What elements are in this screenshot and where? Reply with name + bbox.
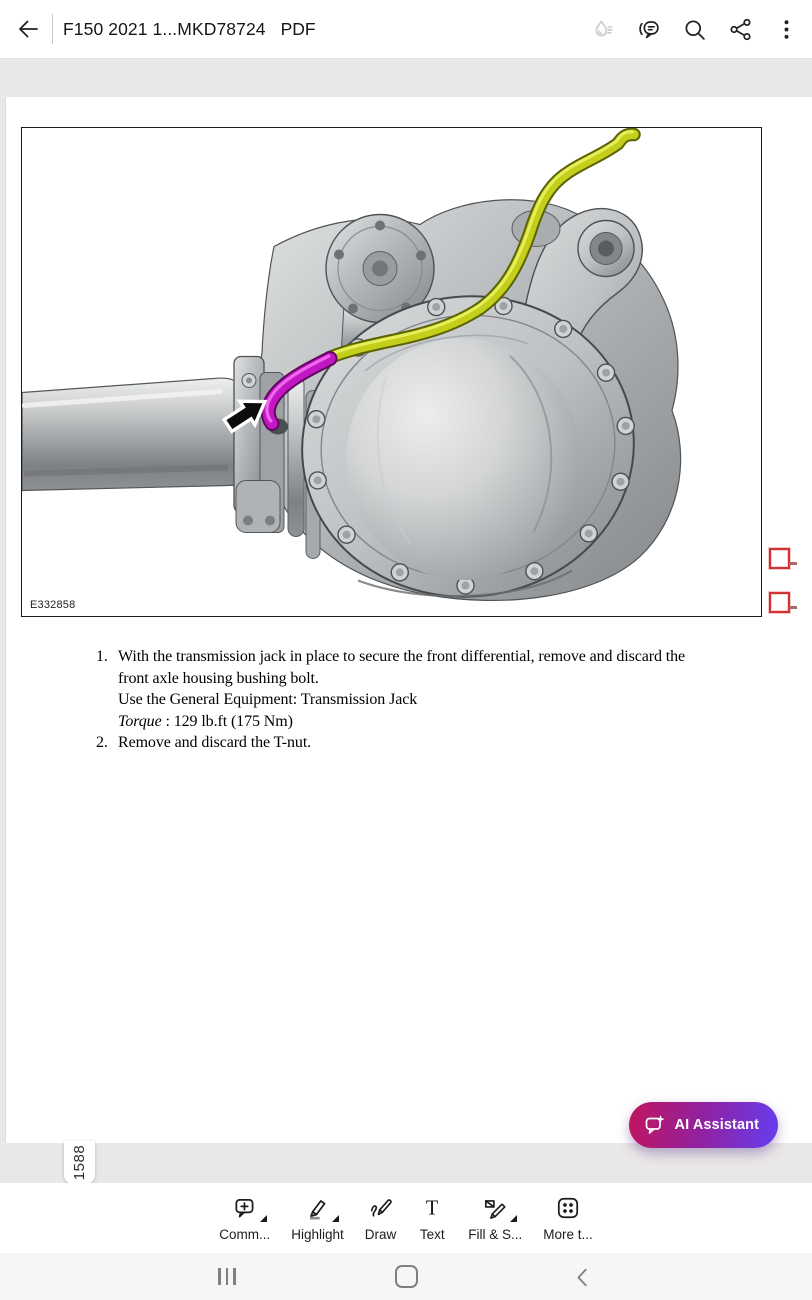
highlight-tool-label: Highlight xyxy=(291,1227,344,1242)
android-navbar xyxy=(0,1253,812,1300)
nav-back-button[interactable] xyxy=(553,1253,613,1300)
pointer-arrow xyxy=(221,399,268,434)
view-comments-button[interactable] xyxy=(628,5,668,53)
draw-tool[interactable]: Draw xyxy=(364,1194,397,1242)
text-tool[interactable]: T Text xyxy=(417,1194,447,1243)
step-2-text: Remove and discard the T-nut. xyxy=(118,734,312,751)
annotation-toolbar: Comm... Highlight Draw xyxy=(0,1183,812,1253)
comment-tool[interactable]: Comm... xyxy=(219,1194,270,1242)
link-annotation-box[interactable] xyxy=(769,592,797,613)
liquid-mode-icon xyxy=(595,19,613,36)
home-icon xyxy=(394,1265,418,1288)
more-tools-icon xyxy=(553,1194,583,1222)
ai-assistant-button[interactable]: AI Assistant xyxy=(628,1102,778,1148)
chat-sparkle-icon xyxy=(645,1115,665,1134)
back-arrow-icon xyxy=(19,20,38,38)
recents-button[interactable] xyxy=(197,1253,257,1300)
figure-reference-label: E332858 xyxy=(30,599,76,611)
link-annotation-box[interactable] xyxy=(769,548,797,569)
technical-figure: E332858 xyxy=(21,127,762,617)
document-type-label: PDF xyxy=(280,18,316,39)
page-number: 1588 xyxy=(71,1144,88,1181)
torque-label: Torque xyxy=(118,712,162,730)
text-tool-label: Text xyxy=(419,1227,445,1242)
step-1-torque-line: Torque : 129 lb.ft (175 Nm) xyxy=(96,711,685,733)
highlight-tool[interactable]: Highlight xyxy=(291,1194,344,1242)
step-1-text-cont: front axle housing bushing bolt. xyxy=(118,669,319,687)
document-title-group: F150 2021 1...MKD78724 PDF xyxy=(63,19,582,40)
search-button[interactable] xyxy=(674,5,714,53)
nav-back-icon xyxy=(577,1268,587,1286)
share-button[interactable] xyxy=(720,5,760,53)
back-button[interactable] xyxy=(4,5,52,53)
link-annotation-tick xyxy=(789,606,797,609)
view-comments-icon xyxy=(638,20,659,38)
step-1-number: 1. xyxy=(96,648,108,665)
more-tools-label: More t... xyxy=(543,1227,593,1242)
fill-sign-tool-label: Fill & S... xyxy=(468,1227,523,1242)
instruction-steps: 1. With the transmission jack in place to… xyxy=(96,646,685,754)
step-1-line-3: Use the General Equipment: Transmission … xyxy=(96,689,685,711)
fill-sign-tool[interactable]: Fill & S... xyxy=(468,1194,522,1242)
step-1-equipment: Use the General Equipment: Transmission … xyxy=(118,691,418,708)
pencil-draw-icon xyxy=(366,1194,396,1222)
link-annotation-tick xyxy=(789,562,797,565)
app-bar: F150 2021 1...MKD78724 PDF xyxy=(0,0,812,59)
draw-tool-label: Draw xyxy=(364,1227,397,1242)
home-button[interactable] xyxy=(376,1253,436,1300)
more-tools[interactable]: More t... xyxy=(543,1194,593,1242)
step-2-number: 2. xyxy=(96,734,108,751)
document-title: F150 2021 1...MKD78724 xyxy=(63,18,266,39)
title-divider xyxy=(52,14,53,44)
liquid-mode-button[interactable] xyxy=(582,5,622,53)
appbar-actions xyxy=(582,5,806,53)
svg-text:T: T xyxy=(426,1198,439,1220)
step-2-line-1: 2. Remove and discard the T-nut. xyxy=(96,732,685,754)
recents-icon xyxy=(218,1268,236,1285)
page-number-scroll-tab[interactable]: 1588 xyxy=(64,1141,95,1184)
fill-sign-icon xyxy=(480,1194,518,1222)
comment-tool-label: Comm... xyxy=(219,1227,271,1242)
torque-value: : 129 lb.ft (175 Nm) xyxy=(161,712,293,730)
pdf-page: E332858 1. With the transmission jack in … xyxy=(5,97,812,1143)
more-options-icon xyxy=(784,19,788,39)
comment-add-icon xyxy=(230,1194,267,1222)
search-icon xyxy=(684,19,705,40)
step-1-text: With the transmission jack in place to s… xyxy=(118,648,685,665)
axle-differential-illustration xyxy=(22,128,682,601)
highlighter-icon xyxy=(302,1194,340,1222)
text-tool-icon: T xyxy=(417,1194,447,1222)
share-icon xyxy=(729,18,751,40)
step-1-line-1: 1. With the transmission jack in place to… xyxy=(96,646,685,668)
more-options-button[interactable] xyxy=(766,5,806,53)
ai-assistant-label: AI Assistant xyxy=(674,1117,759,1133)
step-1-line-2: front axle housing bushing bolt. xyxy=(96,668,685,690)
